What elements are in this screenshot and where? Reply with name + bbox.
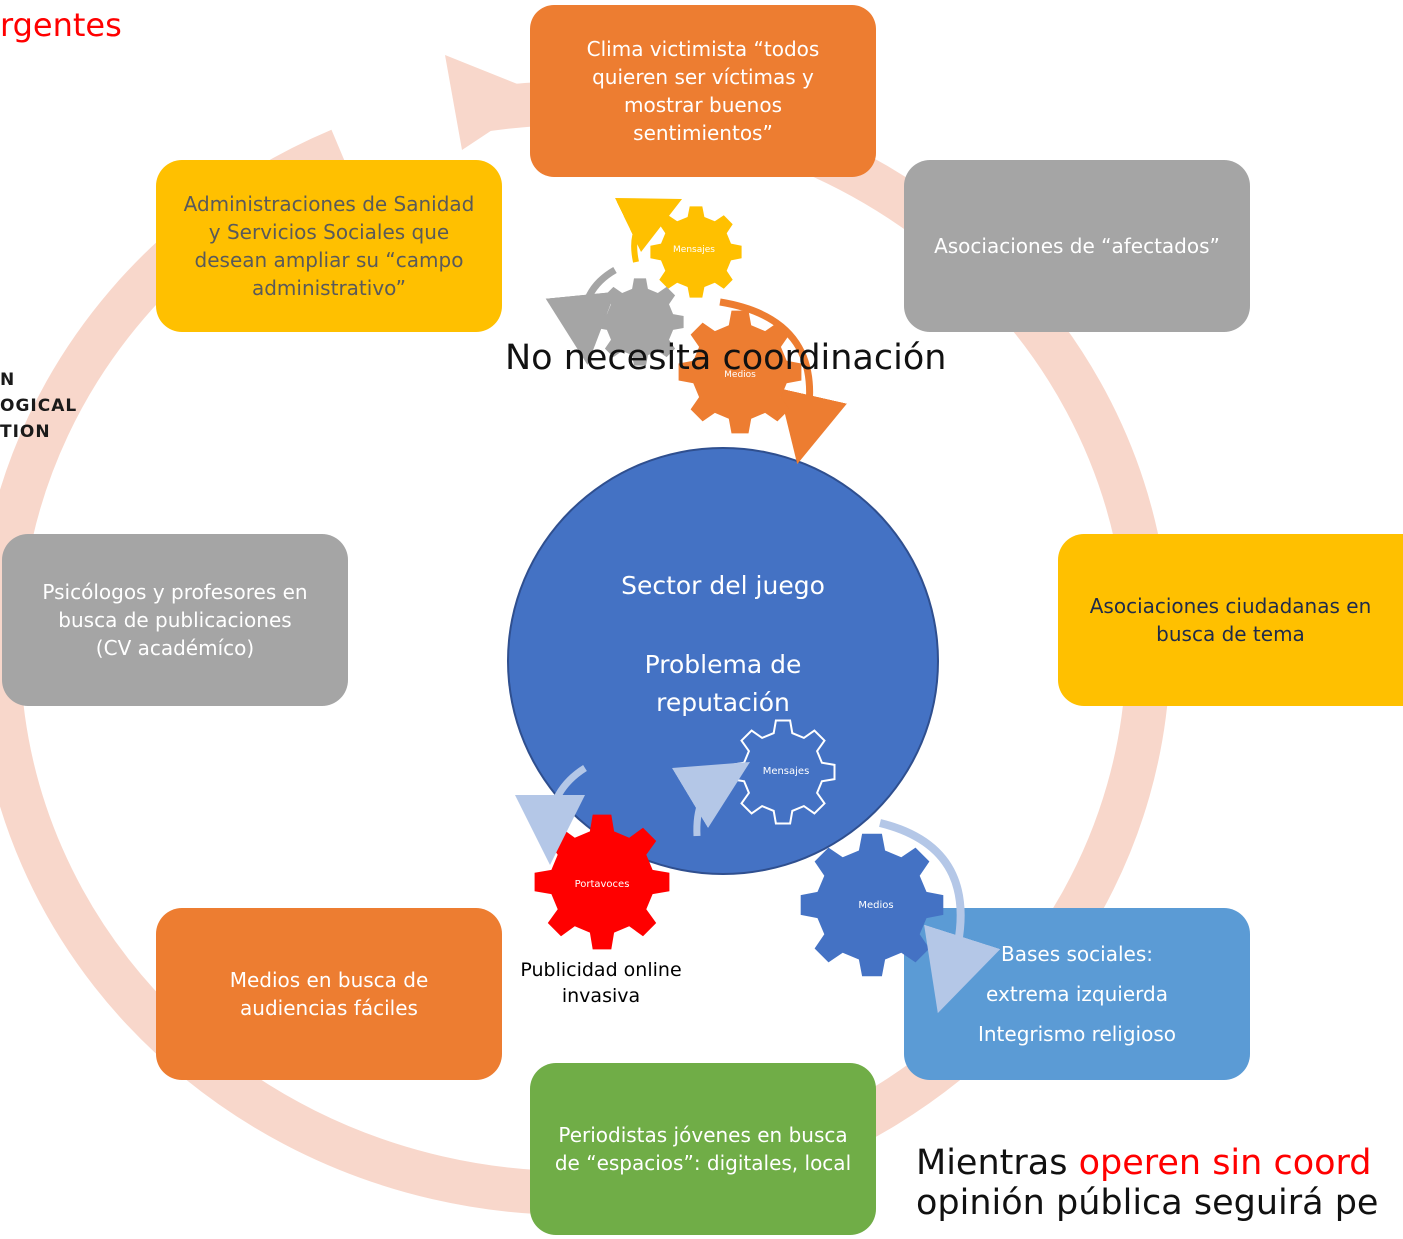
logo-line: N <box>0 370 16 390</box>
gear-shape <box>650 206 742 298</box>
arrow-yellow <box>614 198 683 263</box>
box-asociaciones-ciudadanas: Asociaciones ciudadanas en busca de tema <box>1058 534 1403 706</box>
box-asociaciones-afectados: Asociaciones de “afectados” <box>904 160 1250 332</box>
box-line: busca de publicaciones <box>58 608 292 632</box>
box-medios-audiencias: Medios en busca de audiencias fáciles <box>156 908 502 1080</box>
box-line: extrema izquierda <box>986 982 1168 1006</box>
logo-line: OGICAL <box>0 396 78 416</box>
gear-icon <box>800 833 944 977</box>
box-line: Clima victimista “todos <box>586 37 820 61</box>
box-line: Psicólogos y profesores en <box>42 580 308 604</box>
center-subtitle-line: reputación <box>656 688 790 717</box>
box-line: Administraciones de Sanidad <box>183 192 475 216</box>
box-line: Asociaciones de “afectados” <box>934 234 1220 258</box>
gear-label-mensajes-center: Mensajes <box>763 766 810 777</box>
box-periodistas-jovenes: Periodistas jóvenes en busca de “espacio… <box>530 1063 876 1235</box>
slide-title-fragment: rgentes <box>0 6 122 44</box>
arrow-gray <box>545 266 617 365</box>
box-line: desean ampliar su “campo <box>194 248 464 272</box>
bottom-line-1: Mientras operen sin coord <box>916 1143 1378 1183</box>
arrow-lightblue-left <box>515 765 587 865</box>
publicidad-line: invasiva <box>561 985 641 1007</box>
box-line: Periodistas jóvenes en busca <box>558 1123 848 1147</box>
box-psicologos-profesores: Psicólogos y profesores en busca de publ… <box>2 534 348 706</box>
publicidad-line: Publicidad online <box>520 959 682 981</box>
box-line: sentimientos” <box>633 121 773 145</box>
box-line: busca de tema <box>1156 622 1305 646</box>
gear-icon <box>678 310 802 434</box>
box-line: Integrismo religioso <box>977 1022 1177 1046</box>
box-line: audiencias fáciles <box>240 996 418 1020</box>
bottom-line-1-a: Mientras <box>916 1143 1079 1183</box>
box-line: quieren ser víctimas y <box>592 65 814 89</box>
gear-label-portavoces: Portavoces <box>575 879 630 890</box>
box-clima-victimista: Clima victimista “todos quieren ser víct… <box>530 5 876 177</box>
box-line: (CV académíco) <box>95 636 255 660</box>
box-line: administrativo” <box>251 276 407 300</box>
gear-shape <box>678 310 802 434</box>
box-line: mostrar buenos <box>623 93 783 117</box>
box-line: Asociaciones ciudadanas en <box>1089 594 1372 618</box>
gear-icon <box>650 206 742 298</box>
coordination-label: No necesita coordinación <box>505 338 947 378</box>
bottom-line-1-b: operen sin coord <box>1078 1143 1372 1183</box>
center-title: Sector del juego <box>621 571 825 600</box>
logo-text: N OGICAL TION <box>0 367 77 445</box>
bottom-statement: Mientras operen sin coord opinión públic… <box>916 1143 1378 1223</box>
box-line: Bases sociales: <box>1001 942 1153 966</box>
gear-label-medios-blue: Medios <box>858 900 893 911</box>
box-line: Medios en busca de <box>229 968 429 992</box>
box-line: y Servicios Sociales que <box>208 220 450 244</box>
bottom-line-2: opinión pública seguirá pe <box>916 1183 1379 1223</box>
gear-shape <box>596 278 684 366</box>
box-administraciones-sanidad: Administraciones de Sanidad y Servicios … <box>156 160 502 332</box>
cycle-arrowhead <box>445 55 545 150</box>
gear-label-medios-top: Medios <box>724 370 756 380</box>
publicidad-label: Publicidad online invasiva <box>500 957 702 1009</box>
gear-icon <box>596 278 684 366</box>
arrow-orange <box>719 298 847 465</box>
gear-shape <box>800 833 944 977</box>
center-subtitle-line: Problema de <box>644 650 802 679</box>
logo-line: TION <box>0 422 51 442</box>
gear-label-mensajes-top: Mensajes <box>673 245 715 255</box>
arrow-lightblue-right <box>879 819 1001 1014</box>
arrow-lightblue-up <box>671 761 751 837</box>
center-subtitle: Problema de reputación <box>509 646 937 722</box>
box-line: de “espacios”: digitales, local <box>554 1151 852 1175</box>
